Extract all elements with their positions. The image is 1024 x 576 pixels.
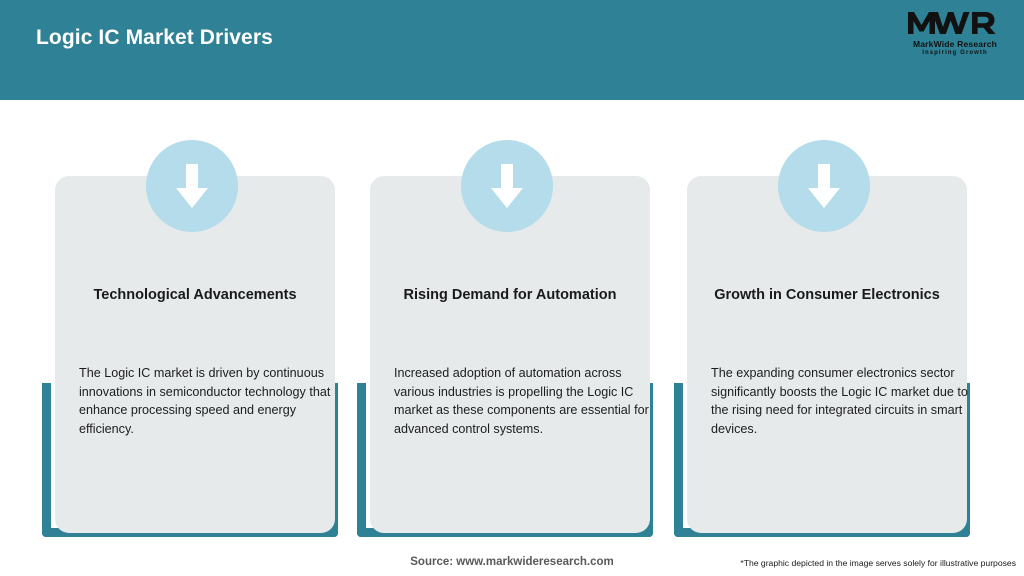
card-panel: Rising Demand for Automation Increased a…	[370, 176, 650, 533]
driver-card-2[interactable]: Rising Demand for Automation Increased a…	[355, 140, 671, 540]
card-title: Technological Advancements	[93, 287, 297, 303]
arrow-down-glyph	[808, 164, 840, 208]
arrow-down-glyph	[491, 164, 523, 208]
arrow-down-icon	[146, 140, 238, 232]
page-header: Logic IC Market Drivers MarkWide Researc…	[0, 0, 1024, 100]
arrow-down-icon	[461, 140, 553, 232]
source-label: Source: www.markwideresearch.com	[410, 556, 614, 568]
logo-tagline: Inspiring Growth	[922, 50, 988, 56]
logo-company-name: MarkWide Research	[912, 39, 998, 49]
card-title: Growth in Consumer Electronics	[714, 287, 940, 303]
card-body-text: The Logic IC market is driven by continu…	[79, 366, 331, 436]
page-title: Logic IC Market Drivers	[36, 26, 273, 49]
disclaimer-label: *The graphic depicted in the image serve…	[740, 558, 1016, 568]
driver-card-3[interactable]: Growth in Consumer Electronics The expan…	[672, 140, 988, 540]
card-panel: Technological Advancements The Logic IC …	[55, 176, 335, 533]
arrow-down-icon	[778, 140, 870, 232]
card-body-text: Increased adoption of automation across …	[394, 366, 649, 436]
card-panel: Growth in Consumer Electronics The expan…	[687, 176, 968, 533]
card-body-text: The expanding consumer electronics secto…	[711, 366, 968, 436]
brand-logo: MarkWide Research Inspiring Growth	[902, 8, 1008, 60]
mwr-logo-icon	[908, 12, 996, 34]
arrow-down-glyph	[176, 164, 208, 208]
card-title: Rising Demand for Automation	[403, 287, 617, 303]
driver-card-1[interactable]: Technological Advancements The Logic IC …	[40, 140, 356, 540]
